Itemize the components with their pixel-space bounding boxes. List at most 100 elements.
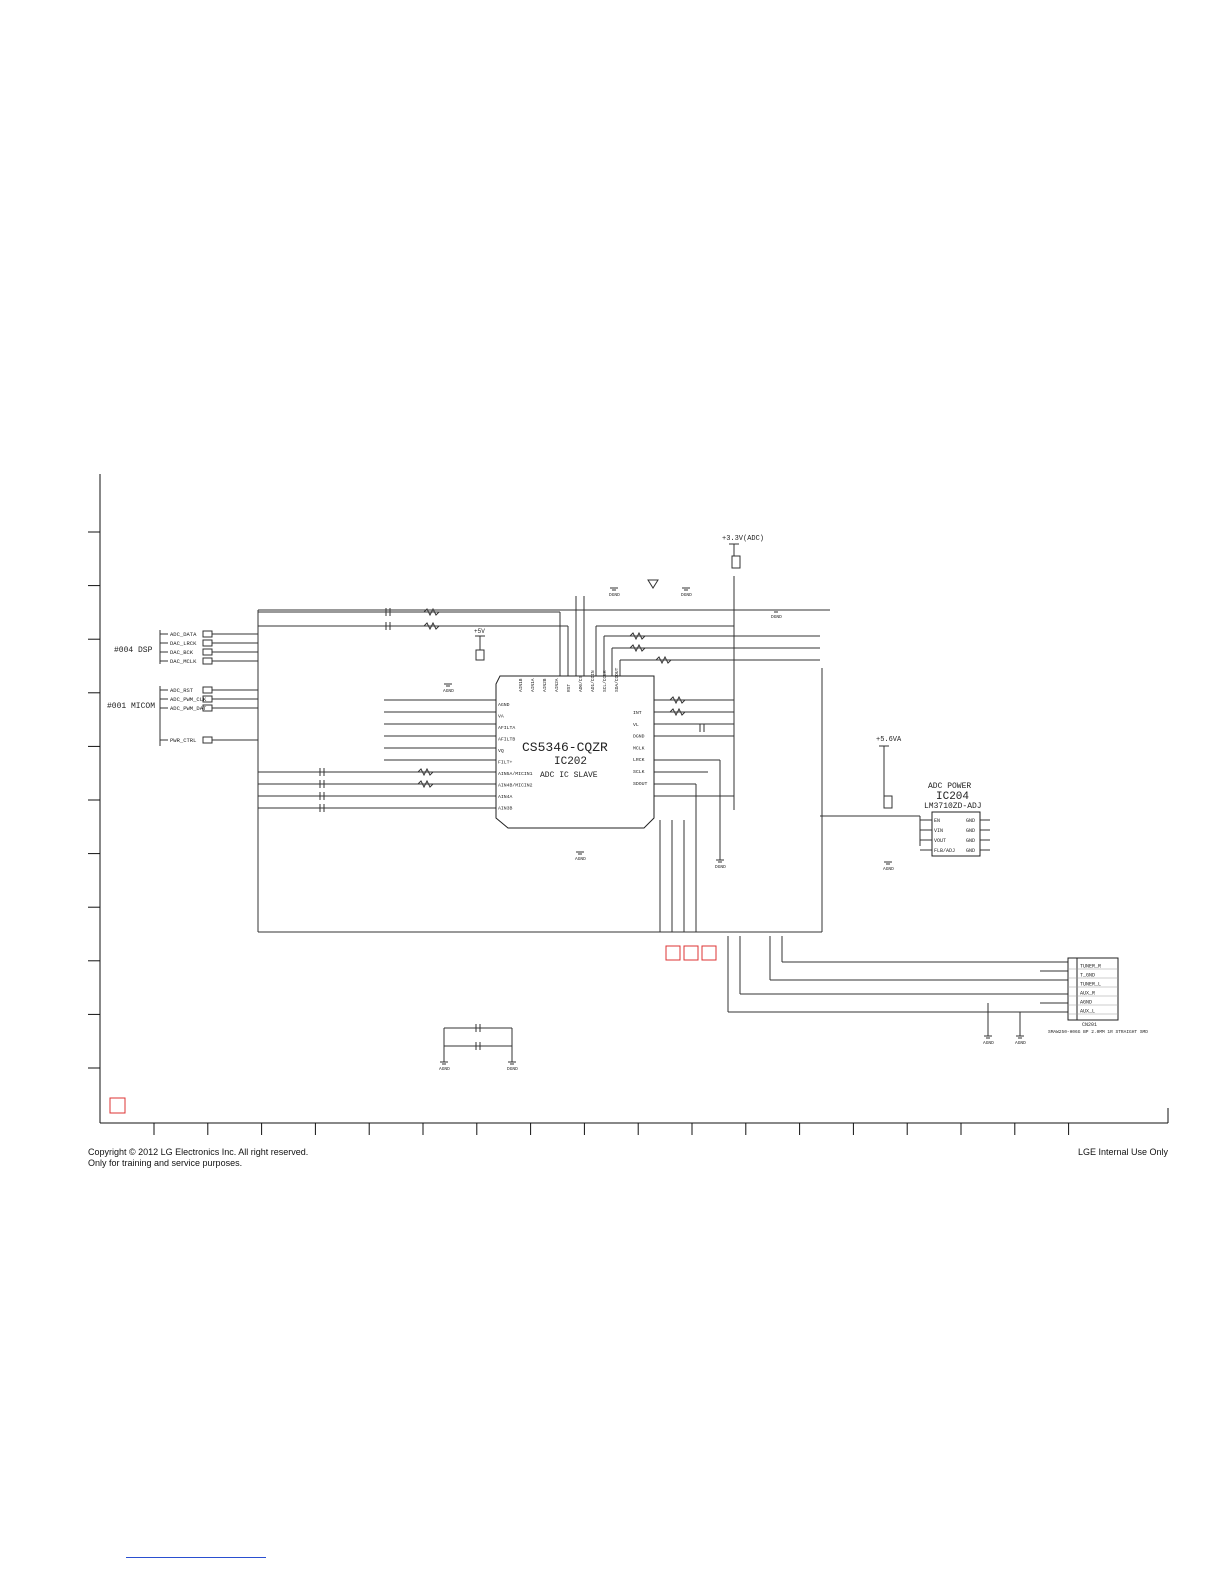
- micom-port-label: ADC_PWM_DAT: [170, 705, 207, 712]
- page-link-underline: [126, 1557, 266, 1558]
- main-ic-part: CS5346-CQZR: [522, 740, 608, 755]
- dsp-port-connector: [202, 630, 213, 638]
- ground-symbol: DGND: [771, 609, 782, 620]
- ic-pin-label: AIN3B: [498, 806, 513, 812]
- micom-port-connector: [202, 686, 213, 694]
- micom-block: #001 MICOM ADC_RST ADC_PWM_CLK ADC_PWM_DAT…: [107, 686, 258, 746]
- ic-pin-label: AIN1A: [530, 678, 536, 692]
- ground-symbol: AGND: [575, 851, 586, 862]
- schematic-border: [257, 609, 830, 933]
- micom-port-label: ADC_PWM_CLK: [170, 696, 207, 703]
- ground-symbol: DGND: [507, 1061, 518, 1072]
- main-ic-ref: IC202: [554, 756, 587, 768]
- dsp-block-label: #004 DSP: [114, 646, 153, 655]
- connector-pin-label: AUX_R: [1080, 991, 1095, 997]
- micom-port-label: PWR_CTRL: [170, 737, 196, 744]
- ground-label: AGND: [1015, 1040, 1026, 1046]
- dsp-port-label: DAC_BCK: [170, 649, 194, 656]
- ground-label: AGND: [443, 688, 454, 694]
- ic-pin-label: VA: [498, 714, 504, 720]
- ic-pin-label: AFILTA: [498, 725, 515, 731]
- ic-pin-label: AIN4B/MICIN2: [498, 783, 533, 789]
- connector-pin-label: TUNER_L: [1080, 982, 1101, 988]
- ic-pin-label: AIN2A: [554, 678, 560, 692]
- micom-port-label: ADC_RST: [170, 687, 194, 694]
- ground-symbol: AGND: [983, 1035, 994, 1046]
- power-ic-pin-label: VIN: [934, 828, 943, 834]
- test-points: [665, 945, 717, 961]
- copyright-line-1: Copyright © 2012 LG Electronics Inc. All…: [88, 1147, 309, 1157]
- power-ic-ref: IC204: [936, 791, 969, 803]
- copyright-notice: Copyright © 2012 LG Electronics Inc. All…: [88, 1147, 308, 1169]
- connector-ref: CN201: [1082, 1022, 1097, 1028]
- ic-pin-label: SCL/CCLK: [602, 670, 608, 692]
- ic-pin-label: INT: [633, 710, 642, 716]
- copyright-line-2: Only for training and service purposes.: [88, 1158, 243, 1168]
- dsp-port-connector: [202, 639, 213, 647]
- dsp-port-label: ADC_DATA: [170, 631, 197, 638]
- dsp-port-label: DAC_MCLK: [170, 658, 197, 665]
- ground-symbol: AGND: [883, 861, 894, 872]
- power-ic-part: LM3710ZD-ADJ: [924, 802, 982, 811]
- dsp-port-label: DAC_LRCK: [170, 640, 197, 647]
- signal-wires: [258, 576, 1068, 1036]
- connector-pin-label: TUNER_R: [1080, 964, 1101, 970]
- ic-pin-label: SDA/CDOUT: [614, 667, 620, 692]
- ic-pin-label: RST: [566, 684, 572, 692]
- power-ic-pin-label: FLB/ADJ: [934, 848, 955, 854]
- ic-pin-label: VL: [633, 722, 639, 728]
- ground-label: AGND: [983, 1040, 994, 1046]
- ground-symbol: AGND: [439, 1061, 450, 1072]
- micom-port-connector: [202, 736, 213, 744]
- ground-label: DGND: [507, 1066, 518, 1072]
- frame-zone-marker: [109, 1097, 126, 1114]
- dsp-block: #004 DSP ADC_DATA DAC_LRCK DAC_BCK DAC_MCLK: [114, 630, 258, 665]
- ground-symbol: DGND: [681, 587, 692, 598]
- power-ic-pin-label: GND: [966, 838, 975, 844]
- ic-pin-label: MCLK: [633, 745, 645, 751]
- ic-pin-label: AFILTB: [498, 737, 515, 743]
- connector-pin-label: AUX_L: [1080, 1009, 1095, 1015]
- connector-pin-label: T_GND: [1080, 973, 1095, 979]
- internal-use-label: LGE Internal Use Only: [1077, 1147, 1168, 1157]
- dsp-port-connector: [202, 648, 213, 656]
- power-ic-pin-label: GND: [966, 828, 975, 834]
- ic-pin-label: FILT+: [498, 760, 513, 766]
- ic-pin-label: SDOUT: [633, 781, 648, 787]
- ic-pin-label: AIN4A: [498, 794, 513, 800]
- sheet-frame: [88, 474, 1169, 1135]
- passive-components: [319, 555, 893, 812]
- ic-pin-label: VQ: [498, 748, 504, 754]
- power-rails: +3.3V(ADC) +5V +5.6VA: [474, 535, 902, 796]
- ic-pin-label: SCLK: [633, 769, 645, 775]
- dsp-port-connector: [202, 657, 213, 665]
- power-ic-pin-label: EN: [934, 818, 940, 824]
- ground-label: AGND: [883, 866, 894, 872]
- rail-main-label: +5V: [474, 628, 485, 635]
- ground-label: DGND: [715, 864, 726, 870]
- power-ic-pin-label: GND: [966, 848, 975, 854]
- ic-pin-label: AD0/CS: [578, 675, 584, 692]
- ground-symbol: AGND: [443, 683, 454, 694]
- ground-label: DGND: [681, 592, 692, 598]
- power-ic-pin-label: VOUT: [934, 838, 946, 844]
- rail-aux-label: +5.6VA: [876, 736, 902, 744]
- ic-pin-label: AD1/CDIN: [590, 670, 596, 692]
- ground-label: DGND: [609, 592, 620, 598]
- ground-symbols: AGND DGND AGND AGND AGND DGND DGND DGND DGND AGND…: [439, 587, 1026, 1072]
- ground-symbol: DGND: [609, 587, 620, 598]
- ic-pin-label: DGND: [633, 734, 645, 740]
- ground-symbol: AGND: [1015, 1035, 1026, 1046]
- ground-label: AGND: [575, 856, 586, 862]
- ic-pin-label: AIN2B: [542, 678, 548, 692]
- connector-note: SMAW250-H06G BP 2.0MM 1R STRAIGHT SMD: [1048, 1029, 1148, 1035]
- main-ic-role: ADC IC SLAVE: [540, 771, 598, 780]
- micom-block-label: #001 MICOM: [107, 702, 155, 711]
- ground-symbol: DGND: [715, 859, 726, 870]
- decoupling-caps: [443, 1024, 513, 1062]
- power-ic: ADC POWER IC204 LM3710ZD-ADJ ENVINVOUTFL…: [920, 782, 990, 857]
- power-ic-pin-label: GND: [966, 818, 975, 824]
- connector-pin-label: AGND: [1080, 1000, 1092, 1006]
